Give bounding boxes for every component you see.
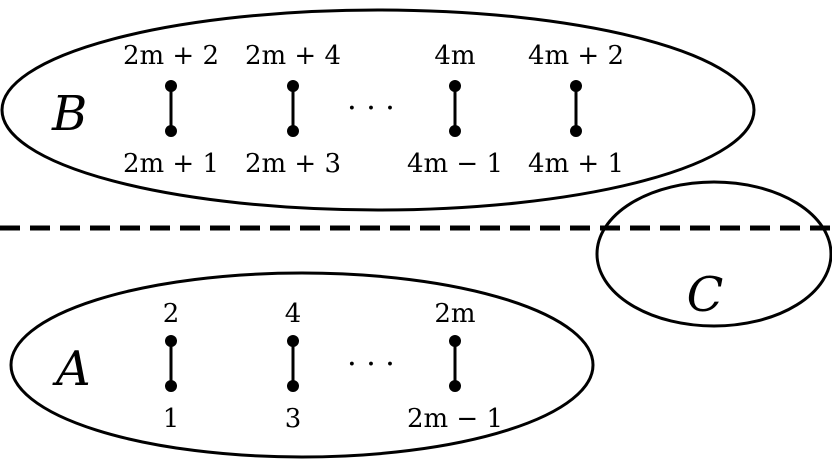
b-pair-3: 4m 4m − 1	[407, 41, 503, 179]
b-pair-4-bottom-node	[570, 125, 582, 137]
a-pair-2-bottom: 3	[285, 404, 302, 434]
b-pair-4-bottom: 4m + 1	[528, 149, 624, 179]
b-pair-1: 2m + 2 2m + 1	[123, 41, 219, 179]
a-pair-3-bottom: 2m − 1	[407, 404, 503, 434]
b-pair-4-top-node	[570, 80, 582, 92]
a-pair-3-bottom-node	[449, 380, 461, 392]
b-pair-3-top-node	[449, 80, 461, 92]
b-pair-2: 2m + 4 2m + 3	[245, 41, 341, 179]
a-pair-1: 2 1	[163, 299, 180, 434]
b-pair-3-bottom: 4m − 1	[407, 149, 503, 179]
b-pair-2-bottom: 2m + 3	[245, 149, 341, 179]
b-pair-2-top: 2m + 4	[245, 41, 341, 71]
b-pair-4: 4m + 2 4m + 1	[528, 41, 624, 179]
a-pair-2-top: 4	[285, 299, 302, 329]
a-pair-1-top-node	[165, 335, 177, 347]
set-c-ellipse	[595, 180, 832, 328]
b-pair-1-bottom-node	[165, 125, 177, 137]
set-a-ellipse	[9, 271, 595, 459]
set-b-label: B	[51, 86, 87, 142]
a-pair-1-bottom: 1	[163, 404, 180, 434]
a-pair-3-top-node	[449, 335, 461, 347]
a-pair-2: 4 3	[285, 299, 302, 434]
b-pair-1-top: 2m + 2	[123, 41, 219, 71]
b-pair-3-bottom-node	[449, 125, 461, 137]
b-pair-4-top: 4m + 2	[528, 41, 624, 71]
a-pair-3: 2m 2m − 1	[407, 299, 503, 434]
b-pair-2-bottom-node	[287, 125, 299, 137]
a-ellipsis: · · ·	[347, 347, 395, 382]
set-b-ellipse	[0, 8, 756, 212]
a-pair-2-top-node	[287, 335, 299, 347]
a-pair-1-bottom-node	[165, 380, 177, 392]
b-pair-3-top: 4m	[434, 41, 475, 71]
a-pair-3-top: 2m	[434, 299, 475, 329]
a-pair-2-bottom-node	[287, 380, 299, 392]
b-ellipsis: · · ·	[347, 91, 395, 126]
set-c-label: C	[687, 267, 724, 323]
b-pair-1-top-node	[165, 80, 177, 92]
a-pair-1-top: 2	[163, 299, 180, 329]
set-a-label: A	[52, 341, 91, 397]
b-pair-1-bottom: 2m + 1	[123, 149, 219, 179]
b-pair-2-top-node	[287, 80, 299, 92]
